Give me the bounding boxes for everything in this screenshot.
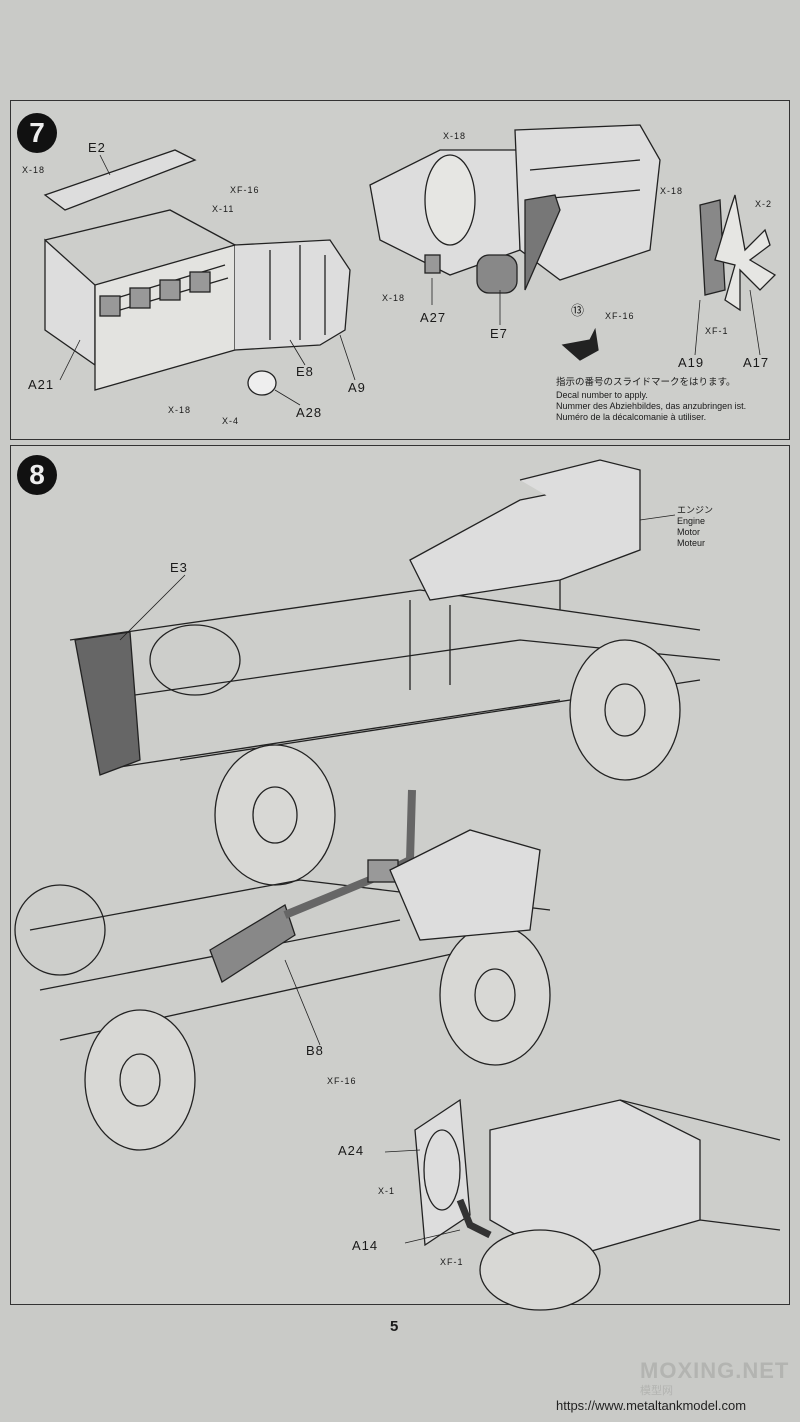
engine-label: エンジン Engine Motor Moteur [677,505,713,549]
decal-reference-13: ⑬ [571,303,586,318]
part-label-x2: X-2 [755,199,773,209]
engine-label-jp: エンジン [677,505,714,515]
part-label-xf16: XF-16 [327,1076,357,1086]
decal-note: 指示の番号のスライドマークをはります。 Decal number to appl… [556,377,746,423]
part-label-a21: A21 [28,377,55,392]
part-label-a28: A28 [296,405,323,420]
part-label-a9: A9 [348,380,366,395]
radiator-installation-drawing [414,1098,781,1311]
step-7-panel [10,100,790,440]
engine-label-fr: Moteur [677,538,706,548]
watermark: MOXING.NET [640,1358,790,1383]
chassis-with-exhaust-drawing [14,789,551,1151]
part-label-x18: X-18 [382,293,406,303]
source-url: https://www.metaltankmodel.com [556,1398,747,1413]
part-label-x18: X-18 [22,165,46,175]
part-label-e8: E8 [296,364,314,379]
engine-block-drawing [43,149,351,396]
leader-lines [59,154,761,1244]
chassis-with-engine-drawing [69,459,721,886]
part-label-e7: E7 [490,326,508,341]
part-label-a19: A19 [678,355,705,370]
part-label-xf1: XF-1 [705,326,729,336]
part-label-a17: A17 [743,355,770,370]
part-label-xf1: XF-1 [440,1257,464,1267]
part-label-x11: X-11 [212,204,235,214]
decal-note-jp: 指示の番号のスライドマークをはります。 [556,377,736,388]
part-label-e3: E3 [170,560,188,575]
engine-label-de: Motor [677,527,701,537]
part-label-x18: X-18 [168,405,192,415]
part-label-x1: X-1 [378,1186,396,1196]
page-number: 5 [390,1318,399,1335]
part-label-a27: A27 [420,310,447,325]
part-label-x18: X-18 [443,131,467,141]
engine-label-en: Engine [677,516,706,526]
decal-note-en: Decal number to apply. [556,390,648,400]
decal-note-de: Nummer des Abziehbildes, das anzubringen… [556,401,747,411]
part-label-a14: A14 [352,1238,379,1253]
part-label-a24: A24 [338,1143,365,1158]
part-label-xf16: XF-16 [605,311,635,321]
step-7-number: 7 [17,113,57,153]
part-label-b8: B8 [306,1043,324,1058]
part-label-xf16: XF-16 [230,185,260,195]
engine-transmission-drawing [369,124,777,361]
watermark-sub: 模型网 [640,1385,673,1397]
part-label-x4: X-4 [222,416,240,426]
decal-note-fr: Numéro de la décalcomanie à utiliser. [556,412,707,422]
step-8-number: 8 [17,455,57,495]
part-label-x18: X-18 [660,186,684,196]
part-label-e2: E2 [88,140,106,155]
